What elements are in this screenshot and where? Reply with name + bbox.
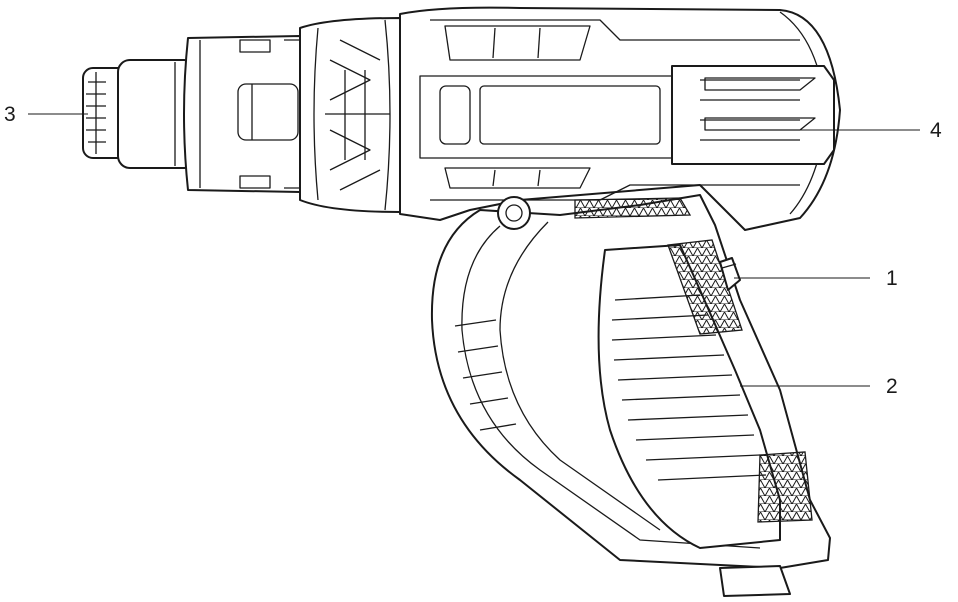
ribbed-ring [299, 17, 401, 213]
top-grip-texture [574, 197, 692, 219]
rear-air-vent [671, 65, 835, 165]
upper-grip-texture [667, 239, 743, 335]
front-collar [183, 35, 307, 193]
handle-foot [719, 565, 791, 597]
nozzle [82, 59, 197, 169]
pivot-screw [497, 196, 531, 230]
handle [430, 194, 831, 597]
leader-lines [28, 113, 920, 387]
callout-3: 3 [4, 103, 16, 126]
grip-ribs [611, 294, 767, 481]
callout-1: 1 [886, 267, 898, 290]
lower-grip-texture [757, 451, 813, 523]
nozzle-vent-grille [86, 72, 106, 154]
callout-4: 4 [930, 119, 942, 142]
handle-side-ribs [454, 319, 517, 431]
power-switch [719, 257, 741, 291]
callout-2: 2 [886, 375, 898, 398]
